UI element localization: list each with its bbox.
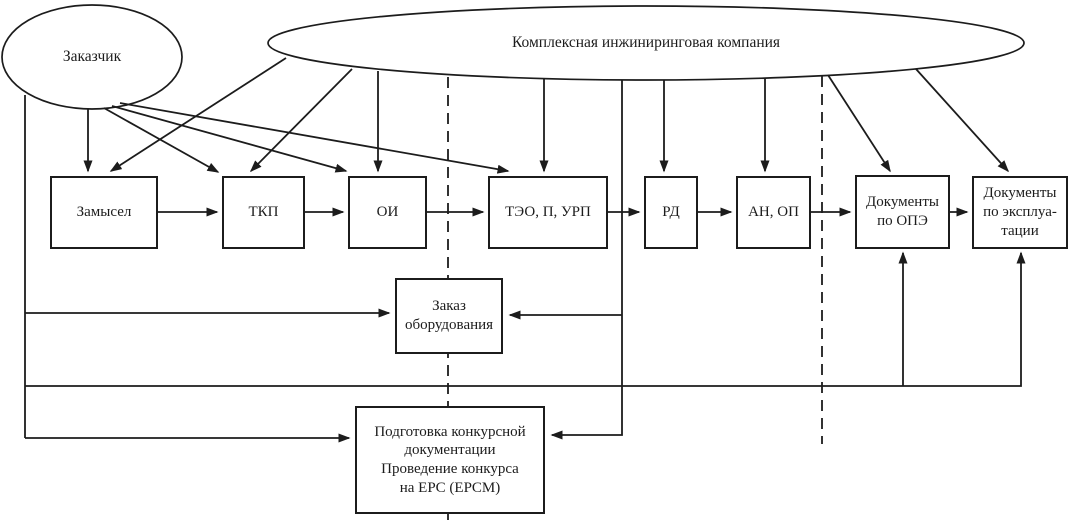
box-docs-ope-line2: по ОПЭ bbox=[877, 213, 928, 229]
box-docs-expl-line3: тации bbox=[1001, 222, 1039, 239]
box-tender-line1: Подготовка конкурсной bbox=[374, 423, 526, 440]
arrow-company-to-tkp bbox=[249, 68, 353, 173]
box-zamysel: Замысел bbox=[50, 176, 158, 249]
box-equipment-order: Заказ оборудования bbox=[395, 278, 503, 354]
arrow-customer-to-teo bbox=[119, 102, 510, 174]
box-teo-label: ТЭО, П, УРП bbox=[505, 204, 591, 221]
line-bottom-to-docs-expl bbox=[25, 251, 1026, 387]
box-oi: ОИ bbox=[348, 176, 427, 249]
box-rd: РД bbox=[644, 176, 698, 249]
box-tkp: ТКП bbox=[222, 176, 305, 249]
box-equipment-order-line2: оборудования bbox=[404, 317, 494, 333]
box-anop: АН, ОП bbox=[736, 176, 811, 249]
box-tender-line2: документации bbox=[404, 442, 496, 459]
customer-ellipse-shape bbox=[1, 4, 183, 110]
box-tender: Подготовка конкурсной документации Прове… bbox=[355, 406, 545, 514]
box-docs-expl-line2: по эксплуа- bbox=[983, 204, 1057, 221]
box-oi-label: ОИ bbox=[376, 204, 399, 221]
box-docs-ope-line1: Документы bbox=[866, 194, 939, 211]
box-teo: ТЭО, П, УРП bbox=[488, 176, 608, 249]
box-tender-line3: Проведение конкурса bbox=[381, 461, 519, 477]
arrow-customer-to-oi bbox=[111, 105, 348, 173]
box-docs-expl: Документы по эксплуа- тации bbox=[972, 176, 1068, 249]
box-tender-line4: на EPC (EPCM) bbox=[399, 479, 501, 496]
box-zamysel-label: Замысел bbox=[76, 204, 132, 221]
box-rd-label: РД bbox=[662, 204, 680, 221]
arrow-company-to-docs-ope bbox=[827, 74, 891, 173]
box-docs-ope: Документы по ОПЭ bbox=[855, 175, 950, 249]
company-ellipse-shape bbox=[267, 5, 1025, 81]
arrow-customer-to-tkp bbox=[103, 107, 220, 173]
box-equipment-order-line1: Заказ bbox=[432, 298, 466, 315]
arrow-company-to-docs-expl bbox=[915, 68, 1010, 173]
box-tkp-label: ТКП bbox=[248, 204, 279, 221]
box-anop-label: АН, ОП bbox=[748, 204, 799, 221]
line-company-vertical-to-tender bbox=[550, 80, 623, 440]
box-docs-expl-line1: Документы bbox=[983, 185, 1057, 202]
arrow-company-to-zamysel bbox=[109, 57, 287, 172]
